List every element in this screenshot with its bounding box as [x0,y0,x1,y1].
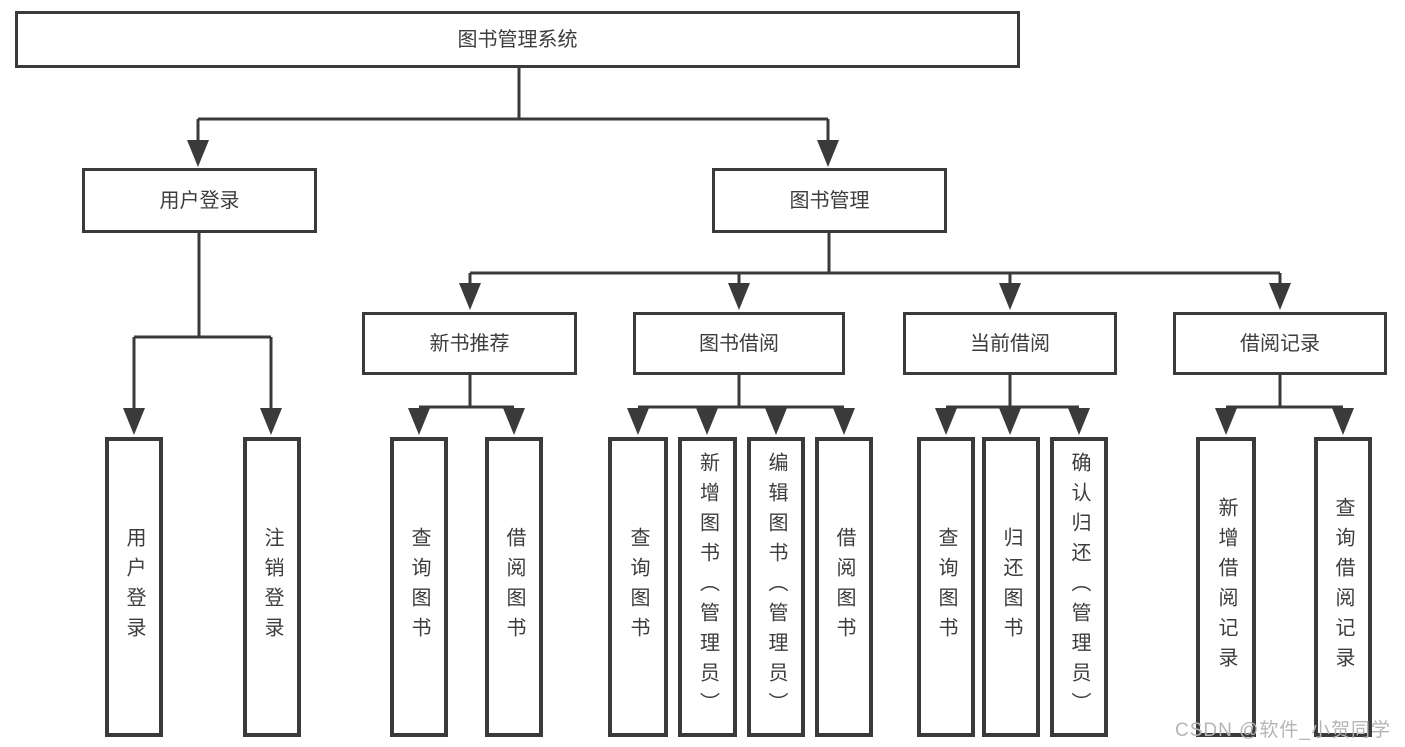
leaf-node-label: 新增借阅记录 [1215,497,1237,677]
root-node-label: 图书管理系统 [457,28,578,51]
leaf-node-query-books-borrow: 查询图书 [608,437,668,737]
leaf-node-label: 查询图书 [935,527,957,647]
module-node-label: 新书推荐 [429,332,510,355]
module-node-new-book-recommend: 新书推荐 [362,312,577,375]
leaf-node-query-books-current: 查询图书 [917,437,975,737]
leaf-node-label: 借阅图书 [503,527,525,647]
module-node-borrow-records: 借阅记录 [1173,312,1387,375]
leaf-node-label: 用户登录 [123,527,145,647]
leaf-node-add-books-admin: 新增图书（管理员） [678,437,737,737]
leaf-node-query-books-recommend: 查询图书 [390,437,448,737]
leaf-node-query-borrow-record: 查询借阅记录 [1314,437,1372,737]
branch-node-user-login: 用户登录 [82,168,317,233]
module-node-label: 图书借阅 [699,332,779,355]
branch-node-book-management: 图书管理 [712,168,947,233]
leaf-node-confirm-return-admin: 确认归还（管理员） [1050,437,1108,737]
leaf-node-borrow-books: 借阅图书 [815,437,873,737]
leaf-node-label: 新增图书（管理员） [696,452,719,722]
leaf-node-label: 归还图书 [1000,527,1022,647]
connector-book-management-to-modules [459,233,1291,310]
branch-node-label: 用户登录 [159,189,240,212]
branch-node-label: 图书管理 [789,189,870,212]
connector-current-borrow-to-leaves [935,375,1090,435]
leaf-node-user-login: 用户登录 [105,437,163,737]
connector-book-borrow-to-leaves [627,375,855,435]
connector-root-to-branches [187,68,839,167]
leaf-node-label: 查询图书 [627,527,649,647]
leaf-node-label: 查询借阅记录 [1332,497,1354,677]
leaf-node-label: 编辑图书（管理员） [765,452,787,722]
leaf-node-edit-books-admin: 编辑图书（管理员） [747,437,805,737]
module-node-current-borrow: 当前借阅 [903,312,1117,375]
leaf-node-return-books: 归还图书 [982,437,1040,737]
leaf-node-label: 借阅图书 [833,527,855,647]
watermark: CSDN @软件_小贺同学 [1175,720,1391,741]
leaf-node-label: 确认归还（管理员） [1068,452,1090,722]
module-node-label: 当前借阅 [970,332,1050,355]
leaf-node-label: 查询图书 [408,527,430,647]
module-node-label: 借阅记录 [1240,332,1320,355]
leaf-node-label: 注销登录 [261,527,283,647]
leaf-node-borrow-books-recommend: 借阅图书 [485,437,543,737]
connector-borrow-records-to-leaves [1215,375,1354,435]
leaf-node-logout: 注销登录 [243,437,301,737]
connector-user-login-to-leaves [123,233,282,435]
connector-new-book-recommend-to-leaves [408,375,525,435]
leaf-node-add-borrow-record: 新增借阅记录 [1196,437,1256,737]
module-node-book-borrow: 图书借阅 [633,312,845,375]
root-node-library-management-system: 图书管理系统 [15,11,1020,68]
